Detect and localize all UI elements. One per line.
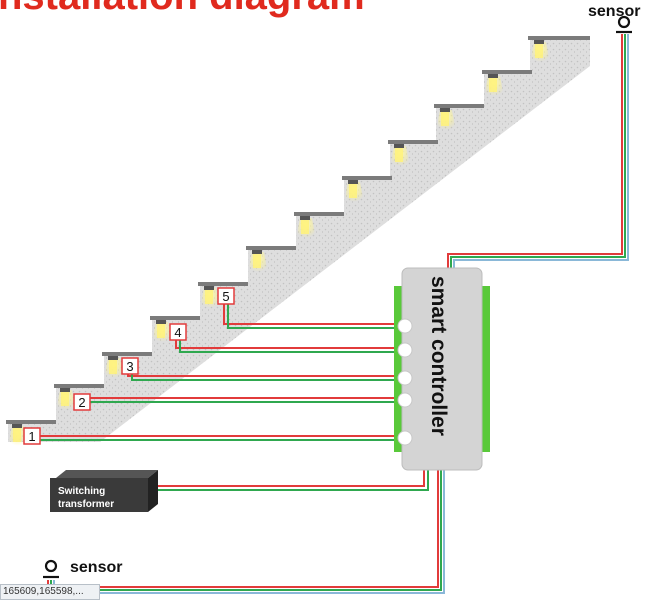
step-wire <box>175 340 404 349</box>
step-number: 4 <box>174 325 181 340</box>
step-wire <box>179 340 404 353</box>
step-wire <box>227 304 404 329</box>
step-number: 5 <box>222 289 229 304</box>
step-wire <box>223 304 404 325</box>
step-number-box: 3 <box>121 357 139 375</box>
top-sensor-wires <box>447 34 629 268</box>
port-icon <box>397 370 413 386</box>
led-light-icon <box>200 286 220 310</box>
stair-tread <box>102 352 152 356</box>
stair-tread <box>342 176 392 180</box>
step-number-box: 4 <box>169 323 187 341</box>
port-icon <box>397 318 413 334</box>
port-icon <box>397 392 413 408</box>
controller-label: smart controller <box>427 276 450 436</box>
sensor-icon <box>616 15 632 34</box>
stair-tread <box>198 282 248 286</box>
step-number: 2 <box>78 395 85 410</box>
led-light-icon <box>436 108 456 132</box>
diagram-title: nstallation diagram <box>0 0 365 16</box>
step-number-box: 2 <box>73 393 91 411</box>
switching-transformer: Switching transformer <box>50 470 158 512</box>
led-light-icon <box>344 180 364 204</box>
led-light-icon <box>104 356 124 380</box>
port-icon <box>397 342 413 358</box>
stair-tread <box>246 246 296 250</box>
stair-tread <box>388 140 438 144</box>
led-light-icon <box>56 388 76 412</box>
step-number-box: 1 <box>23 427 41 445</box>
stair-tread <box>294 212 344 216</box>
smart-controller: smart controller <box>394 267 490 471</box>
bottom-sensor-label: sensor <box>70 559 122 576</box>
stair-tread <box>528 36 590 40</box>
sensor-icon <box>43 559 59 579</box>
led-light-icon <box>152 320 172 344</box>
led-light-icon <box>248 250 268 274</box>
stair-tread <box>54 384 104 388</box>
step-number: 3 <box>126 359 133 374</box>
controller-ports <box>397 318 413 446</box>
stair-tread <box>150 316 200 320</box>
stair-treads <box>6 36 590 424</box>
led-light-icon <box>8 424 28 448</box>
led-light-icon <box>530 40 550 64</box>
transformer-label-line1: Switching <box>58 486 105 497</box>
status-tooltip: 165609,165598,... <box>0 584 100 600</box>
led-light-icon <box>296 216 316 240</box>
step-labels: 1 2 3 4 5 <box>23 287 235 445</box>
led-light-icon <box>484 74 504 98</box>
step-number: 1 <box>28 429 35 444</box>
led-lights <box>8 40 550 448</box>
stair-tread <box>434 104 484 108</box>
port-icon <box>397 430 413 446</box>
top-sensor-label: sensor <box>588 3 640 20</box>
step-number-box: 5 <box>217 287 235 305</box>
led-light-icon <box>390 144 410 168</box>
stair-tread <box>482 70 532 74</box>
step-wire <box>131 374 404 381</box>
stair-tread <box>6 420 56 424</box>
transformer-label-line2: transformer <box>58 499 114 510</box>
transformer-wires <box>155 470 429 491</box>
